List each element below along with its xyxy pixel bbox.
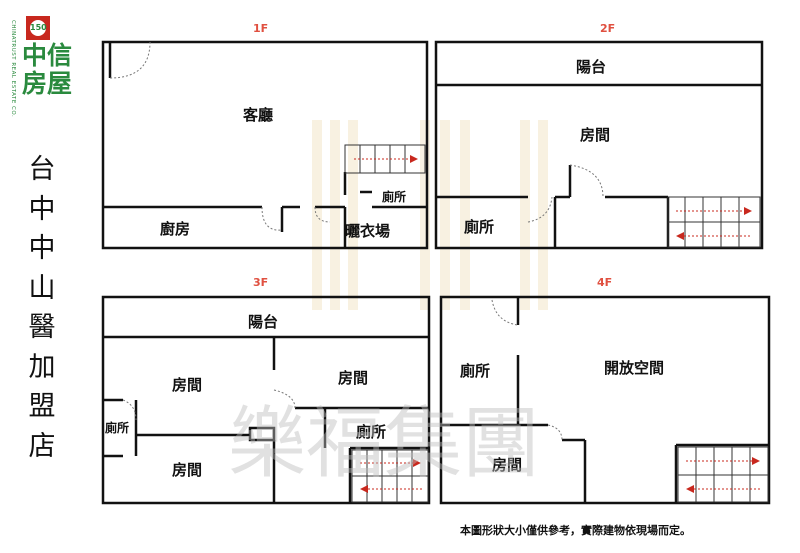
room-toilet: 廁所 — [460, 362, 490, 380]
door-arc — [569, 164, 604, 198]
watermark-strip — [440, 120, 450, 310]
title-char: 加 — [28, 351, 56, 383]
stair-arrowhead-icon — [752, 457, 760, 465]
title-char: 醫 — [28, 312, 56, 343]
watermark-strip — [420, 120, 430, 310]
title-char: 盟 — [28, 391, 56, 422]
floor-label-1f: 1F — [253, 22, 268, 35]
room-kitchen: 廚房 — [160, 220, 190, 238]
room-bedroom: 房間 — [492, 456, 522, 474]
room-bedroom-b: 房間 — [338, 369, 368, 387]
stair-arrowhead-icon — [360, 485, 368, 493]
door-arc — [314, 206, 331, 223]
wall-outline-1f — [101, 40, 429, 250]
door-arc — [261, 206, 283, 231]
logo-name-line2: 房屋 — [22, 69, 73, 98]
title-char: 中 — [28, 193, 56, 225]
stair-arrowhead-icon — [410, 155, 418, 163]
floor-3f: 3F 陽台 房間 房間 房間 廁所 廁所 — [101, 276, 431, 505]
wall-outline-4f — [439, 295, 771, 505]
door-arc — [109, 41, 151, 79]
door-arc — [122, 399, 137, 421]
disclaimer-note: 本圖形狀大小僅供參考，實際建物依現場而定。 — [460, 524, 691, 537]
room-balcony: 陽台 — [576, 58, 606, 76]
watermark-strip — [520, 120, 530, 310]
title-char: 台 — [28, 154, 56, 185]
floor-1f: 1F 客廳 廚房 廁所 曬衣場 — [101, 22, 429, 250]
room-toilet-left: 廁所 — [105, 420, 129, 435]
room-living: 客廳 — [242, 106, 273, 124]
floor-2f: 2F 陽台 房間 廁所 — [434, 22, 764, 250]
watermark-strips — [312, 120, 548, 310]
room-balcony: 陽台 — [248, 313, 278, 331]
room-bedroom-a: 房間 — [172, 376, 202, 394]
room-bedroom: 房間 — [580, 126, 610, 144]
floor-label-3f: 3F — [253, 276, 268, 289]
logo-english-name: CHINATRUST REAL ESTATE CO. — [10, 20, 16, 118]
watermark-strip — [348, 120, 358, 310]
room-bedroom-c: 房間 — [172, 461, 202, 479]
room-toilet: 廁所 — [464, 218, 494, 236]
logo-badge-number: 150 — [30, 20, 47, 36]
floor-label-4f: 4F — [597, 276, 612, 289]
room-toilet-right: 廁所 — [356, 423, 386, 441]
room-laundry: 曬衣場 — [345, 222, 390, 240]
title-char: 店 — [28, 430, 56, 462]
logo-name-line1: 中信 — [22, 41, 73, 70]
stair-arrowhead-icon — [676, 232, 684, 240]
watermark-text: 樂福集團 — [228, 399, 540, 489]
stair-arrowhead-icon — [686, 485, 694, 493]
floor-4f: 4F 廁所 開放空間 房間 — [439, 276, 771, 505]
wall-pillar — [248, 426, 276, 442]
staircase — [344, 144, 426, 174]
title-char: 中 — [28, 233, 56, 264]
title-char: 山 — [28, 272, 56, 304]
door-arc — [273, 389, 296, 409]
stair-arrowhead-icon — [413, 459, 421, 467]
brand-logo: 150 CHINATRUST REAL ESTATE CO. 中信 房屋 — [8, 12, 90, 130]
room-open-space: 開放空間 — [604, 359, 664, 377]
store-title: 台 中 中 山 醫 加 盟 店 — [22, 150, 62, 466]
door-arc — [491, 299, 519, 326]
stair-arrowhead-icon — [744, 207, 752, 215]
watermark-strip — [330, 120, 340, 310]
floor-label-2f: 2F — [600, 22, 615, 35]
room-toilet: 廁所 — [382, 189, 406, 204]
wall-outline-2f — [434, 40, 764, 250]
watermark-strip — [460, 120, 470, 310]
door-arc — [547, 424, 563, 441]
